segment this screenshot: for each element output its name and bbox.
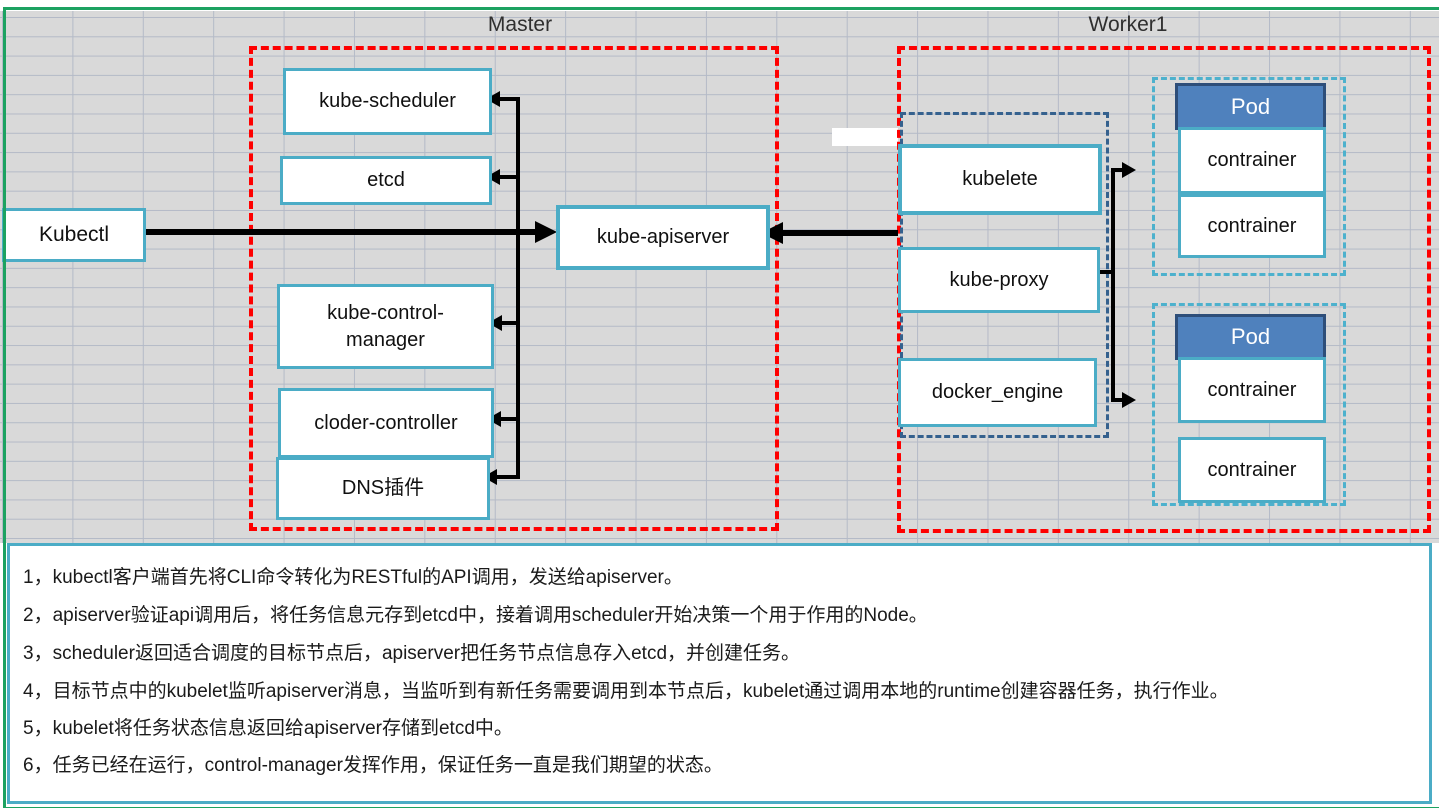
node-kube-scheduler[interactable]: kube-scheduler bbox=[283, 68, 492, 135]
pod1-container-1[interactable]: contrainer bbox=[1178, 127, 1326, 194]
connector-line bbox=[501, 417, 520, 421]
node-kubectl[interactable]: Kubectl bbox=[2, 208, 146, 262]
node-kube-control-manager[interactable]: kube-control-manager bbox=[277, 284, 494, 369]
node-etcd-label: etcd bbox=[367, 169, 405, 191]
pod1-header-label: Pod bbox=[1230, 93, 1271, 119]
worker-bus-line bbox=[1111, 168, 1115, 402]
connector-line bbox=[500, 97, 520, 101]
worker-to-apiserver-line bbox=[780, 230, 898, 236]
master-title: Master bbox=[487, 13, 553, 36]
node-kube-proxy[interactable]: kube-proxy bbox=[898, 247, 1100, 313]
kubectl-to-apiserver-line bbox=[140, 229, 538, 235]
arrowhead-to-pod2 bbox=[1122, 392, 1136, 408]
node-docker-engine-label: docker_engine bbox=[931, 381, 1064, 403]
connector-line bbox=[1111, 168, 1123, 172]
pod2-header-label: Pod bbox=[1230, 324, 1271, 349]
container-label: contrainer bbox=[1207, 458, 1297, 481]
node-cloder-controller-label: cloder-controller bbox=[314, 411, 458, 434]
pod2-container-2[interactable]: contrainer bbox=[1178, 437, 1326, 503]
connector-line bbox=[502, 321, 520, 325]
note-line-1: 1，kubectl客户端首先将CLI命令转化为RESTful的API调用，发送给… bbox=[23, 567, 683, 588]
connector-line bbox=[497, 475, 520, 479]
node-cloder-controller[interactable]: cloder-controller bbox=[278, 388, 494, 458]
node-kube-apiserver-label: kube-apiserver bbox=[596, 226, 730, 248]
node-kubelete[interactable]: kubelete bbox=[898, 144, 1102, 215]
node-dns-plugin[interactable]: DNS插件 bbox=[276, 457, 490, 520]
container-label: contrainer bbox=[1207, 214, 1297, 237]
container-label: contrainer bbox=[1207, 378, 1297, 401]
pod1-frame[interactable] bbox=[1152, 77, 1346, 276]
blank-cell-patch bbox=[832, 128, 898, 146]
node-kube-proxy-label: kube-proxy bbox=[949, 268, 1049, 291]
worker-title: Worker1 bbox=[1088, 13, 1168, 36]
note-line-4: 4，目标节点中的kubelet监听apiserver消息，当监听到有新任务需要调… bbox=[23, 681, 1229, 702]
node-dns-plugin-label: DNS插件 bbox=[341, 477, 425, 499]
note-line-2: 2，apiserver验证api调用后，将任务信息元存到etcd中，接着调用sc… bbox=[23, 605, 928, 626]
node-etcd[interactable]: etcd bbox=[280, 156, 492, 205]
notes-textbox[interactable]: 1，kubectl客户端首先将CLI命令转化为RESTful的API调用，发送给… bbox=[7, 543, 1432, 804]
arrowhead-to-pod1 bbox=[1122, 162, 1136, 178]
pod1-header[interactable]: Pod bbox=[1175, 83, 1326, 130]
arrowhead-to-apiserver bbox=[535, 221, 557, 243]
container-label: contrainer bbox=[1207, 149, 1297, 171]
node-kube-apiserver[interactable]: kube-apiserver bbox=[556, 205, 770, 270]
pod1-container-2[interactable]: contrainer bbox=[1178, 194, 1326, 258]
node-kube-scheduler-label: kube-scheduler bbox=[319, 90, 456, 112]
pod2-header[interactable]: Pod bbox=[1175, 314, 1326, 360]
note-line-6: 6，任务已经在运行，control-manager发挥作用，保证任务一直是我们期… bbox=[23, 755, 723, 776]
connector-line bbox=[500, 175, 520, 179]
master-group-frame[interactable] bbox=[249, 46, 779, 531]
node-kubelete-label: kubelete bbox=[962, 168, 1038, 190]
note-line-5: 5，kubelet将任务状态信息返回给apiserver存储到etcd中。 bbox=[23, 718, 513, 739]
node-kube-control-manager-label: kube-control-manager bbox=[327, 301, 444, 351]
connector-line bbox=[1111, 398, 1123, 402]
master-bus-line bbox=[516, 97, 520, 479]
pod2-frame[interactable] bbox=[1152, 303, 1346, 506]
note-line-3: 3，scheduler返回适合调度的目标节点后，apiserver把任务节点信息… bbox=[23, 643, 801, 664]
node-docker-engine[interactable]: docker_engine bbox=[898, 358, 1097, 427]
pod2-container-1[interactable]: contrainer bbox=[1178, 357, 1326, 423]
kube-proxy-stub-line bbox=[1093, 270, 1115, 274]
node-kubectl-label: Kubectl bbox=[38, 222, 110, 246]
